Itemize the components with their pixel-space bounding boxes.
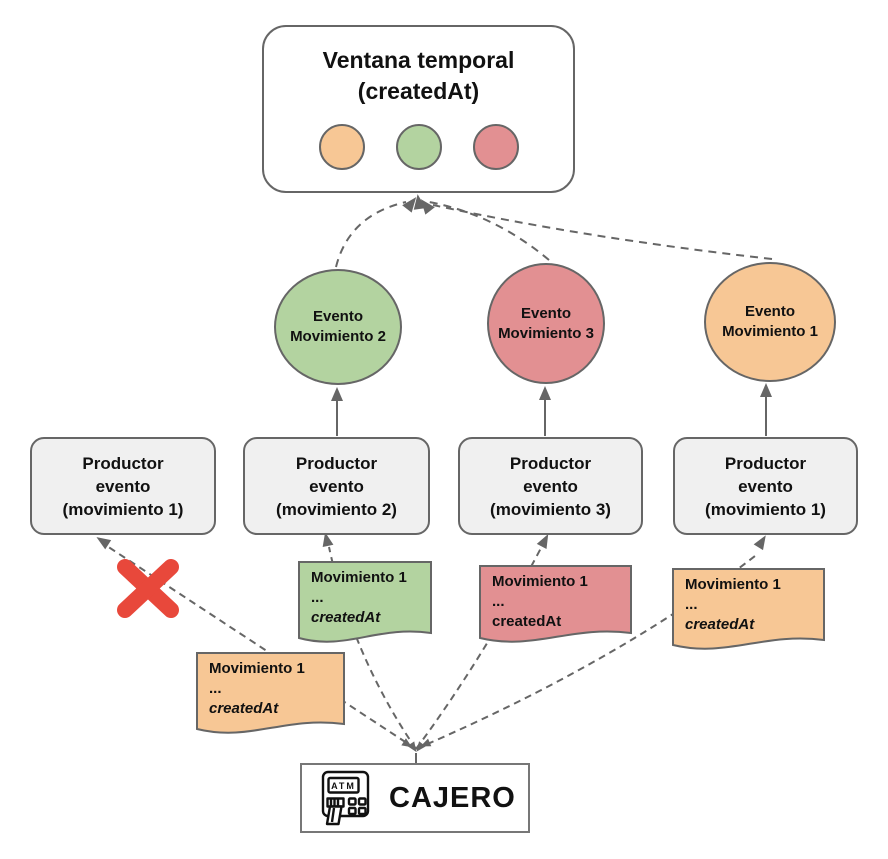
document-shape (672, 568, 825, 650)
productor-label: evento (523, 476, 578, 496)
evento-label: Movimiento 2 (290, 328, 386, 345)
doc-dots: ... (685, 596, 698, 613)
ventana-title-line1: Ventana temporal (322, 47, 515, 73)
cajero-box: ATM CAJERO (300, 763, 530, 833)
atm-icon: ATM (321, 770, 370, 826)
ventana-temporal-box: Ventana temporal (createdAt) (262, 25, 575, 193)
document-shape (196, 652, 345, 734)
productor-label: (movimiento 1) (62, 499, 184, 519)
dashed-cajero-productor1 (106, 545, 417, 750)
documento-movimiento1-green: Movimiento 1 ... createdAt (298, 561, 432, 653)
productor-evento-3-box: Productor evento (movimiento 3) (458, 437, 643, 535)
documento-movimiento1-orange-left: Movimiento 1 ... createdAt (196, 652, 345, 744)
productor-evento-2-box: Productor evento (movimiento 2) (243, 437, 430, 535)
arrowheads (96, 194, 772, 752)
evento-label: Evento (520, 304, 571, 322)
productor-label: (movimiento 1) (705, 499, 826, 519)
ventana-event-dots (318, 124, 519, 170)
doc-field: createdAt (492, 613, 562, 630)
dot-red (472, 124, 519, 170)
cajero-label: CAJERO (389, 781, 516, 814)
productor-label: evento (738, 476, 793, 496)
document-text: Movimiento 1 ... createdAt (298, 561, 432, 628)
dashed-evento3-ventana (428, 201, 550, 261)
documento-movimiento1-orange-right: Movimiento 1 ... createdAt (672, 568, 825, 660)
productor-label: Productor (82, 453, 164, 473)
doc-field: createdAt (311, 609, 381, 626)
documento-movimiento1-red: Movimiento 1 ... createdAt (479, 565, 632, 653)
atm-icon-label: ATM (331, 781, 356, 791)
doc-field: createdAt (209, 700, 279, 717)
document-shape (479, 565, 632, 643)
dashed-evento2-ventana (335, 201, 407, 268)
evento-label: Movimiento 3 (498, 324, 594, 342)
evento-movimiento-1-circle: Evento Movimiento 1 (704, 262, 836, 382)
doc-title: Movimiento 1 (492, 573, 588, 590)
evento-label: Evento (312, 308, 363, 325)
dot-green (395, 124, 442, 170)
doc-dots: ... (492, 593, 505, 610)
doc-dots: ... (209, 680, 222, 697)
doc-title: Movimiento 1 (311, 569, 407, 586)
dashed-cajero-productor4 (415, 555, 756, 750)
doc-field: createdAt (685, 616, 755, 633)
document-shape (298, 561, 432, 643)
doc-dots: ... (311, 589, 324, 606)
productor-label: evento (95, 476, 151, 496)
error-x-icon (117, 559, 179, 618)
ventana-title-line2: (createdAt) (357, 78, 480, 104)
document-text: Movimiento 1 ... createdAt (479, 565, 632, 632)
dashed-evento1-ventana (432, 204, 773, 260)
doc-title: Movimiento 1 (209, 660, 305, 677)
doc-title: Movimiento 1 (685, 576, 781, 593)
document-text: Movimiento 1 ... createdAt (672, 568, 825, 635)
productor-evento-4-box: Productor evento (movimiento 1) (673, 437, 858, 535)
dot-orange (318, 124, 365, 170)
productor-label: Productor (295, 453, 378, 473)
productor-label: evento (309, 476, 364, 496)
productor-evento-1-box: Productor evento (movimiento 1) (30, 437, 216, 535)
productor-label: Productor (509, 453, 592, 473)
document-text: Movimiento 1 ... createdAt (196, 652, 345, 719)
evento-label: Evento (744, 303, 795, 320)
productor-label: (movimiento 2) (276, 499, 397, 519)
evento-movimiento-2-circle: Evento Movimiento 2 (274, 269, 402, 385)
ventana-title: Ventana temporal (createdAt) (323, 45, 515, 107)
productor-label: Productor (724, 453, 807, 473)
evento-label: Movimiento 1 (722, 323, 818, 340)
evento-movimiento-3-circle: Evento Movimiento 3 (487, 263, 605, 384)
productor-label: (movimiento 3) (490, 499, 611, 519)
